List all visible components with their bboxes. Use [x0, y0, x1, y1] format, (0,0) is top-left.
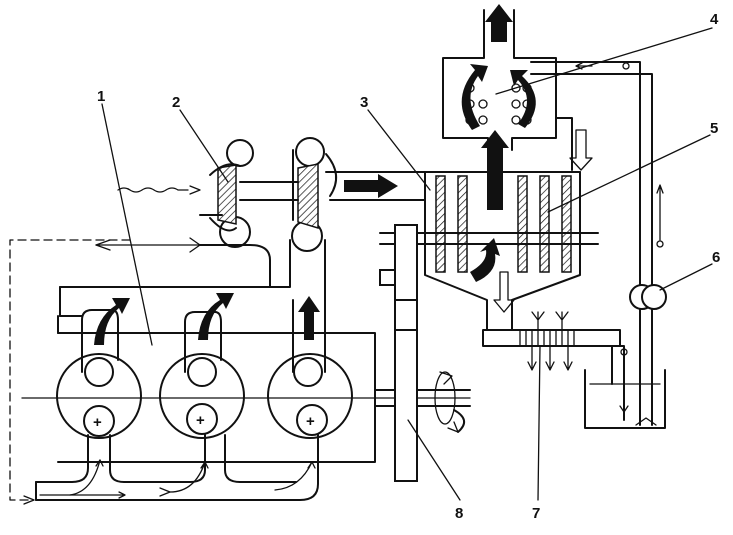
- cylinder-2-plus: +: [196, 412, 205, 429]
- pump: [629, 284, 667, 426]
- flow-arrow-up-1: [481, 130, 509, 210]
- heat-exchanger-body: [379, 130, 599, 331]
- outlet-arrow-up: [485, 4, 513, 42]
- cylinder-3-plus: +: [306, 413, 315, 430]
- cooling-line: [530, 61, 664, 286]
- callout-5: 5: [710, 120, 718, 137]
- exhaust-risers: [79, 239, 326, 373]
- callout-7: 7: [532, 505, 540, 522]
- exhaust-arrow-3: [298, 296, 320, 340]
- bypass-dashed-line: [9, 239, 131, 501]
- cylinder-1: +: [56, 353, 142, 439]
- callout-8: 8: [455, 505, 463, 522]
- swirl-arrow-left: [461, 64, 488, 130]
- heat-exchanger-top: [442, 4, 557, 151]
- callout-4: 4: [710, 11, 719, 28]
- cylinder-2: +: [159, 353, 245, 439]
- turbocharger: [95, 137, 426, 288]
- exhaust-arrow-1: [94, 298, 130, 345]
- swirl-arrow-right: [510, 70, 536, 128]
- exhaust-arrow-2: [198, 293, 234, 340]
- intake-manifold: [35, 434, 319, 501]
- callout-2: 2: [172, 94, 180, 111]
- cylinder-3: +: [267, 353, 353, 439]
- callout-leaders: [101, 27, 713, 501]
- flow-arrow-down: [470, 238, 500, 282]
- callout-3: 3: [360, 94, 368, 111]
- air-inlet-wave: [117, 187, 189, 193]
- callout-6: 6: [712, 249, 720, 266]
- callout-1: 1: [97, 88, 105, 105]
- gear-coupling: [379, 224, 465, 482]
- cylinder-1-plus: +: [93, 414, 102, 431]
- compressed-air-arrow: [344, 174, 398, 198]
- condensate-separator: [482, 311, 621, 371]
